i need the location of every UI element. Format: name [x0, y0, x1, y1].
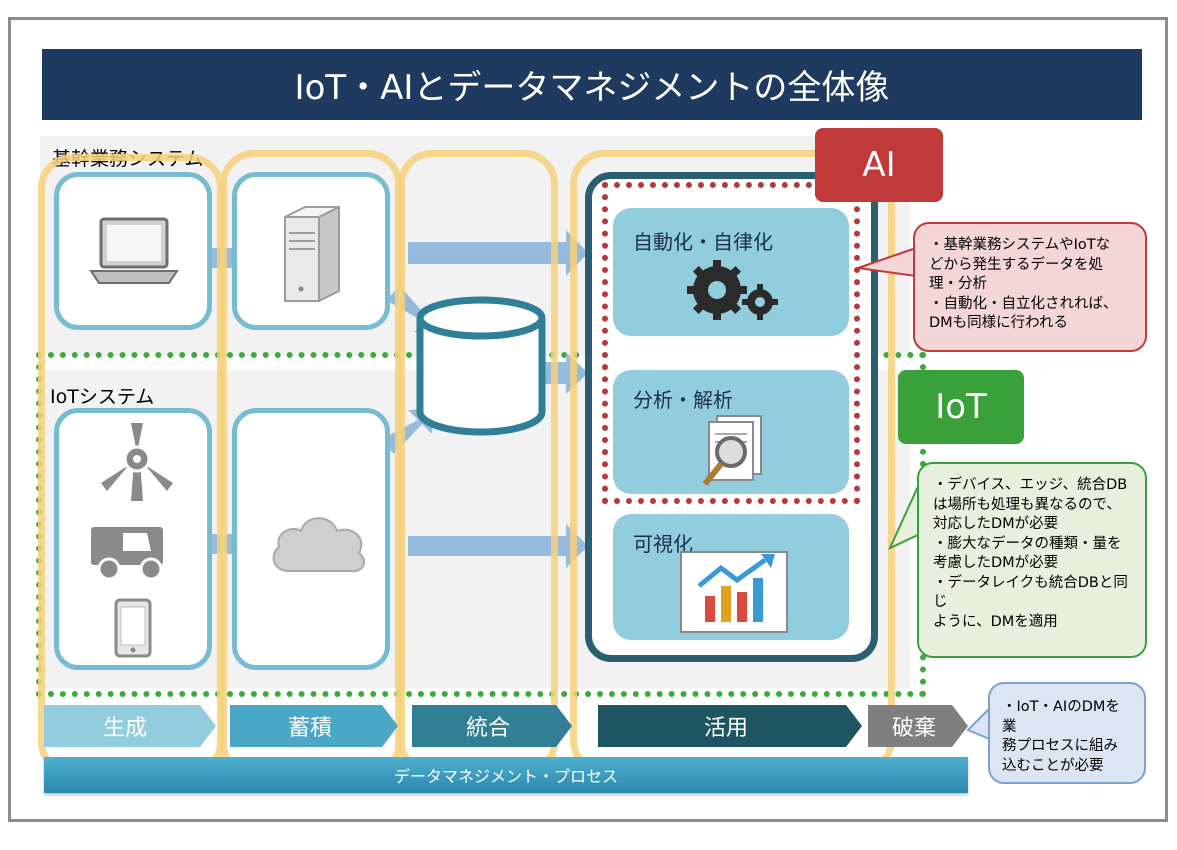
- ai-badge-text: AI: [862, 145, 896, 185]
- page-title: IoT・AIとデータマネジメントの全体像: [42, 49, 1142, 120]
- iot-callout-line: 考慮したDMが必要: [933, 555, 1059, 571]
- gears-icon: [687, 260, 778, 320]
- process-callout-line: 務プロセスに組み: [1002, 738, 1118, 754]
- title-text: IoT・AIとデータマネジメントの全体像: [294, 68, 890, 108]
- process-callout: ・IoT・AIのDMを業 務プロセスに組み 込むことが必要: [988, 682, 1146, 784]
- tile-automation: 自動化・自律化: [613, 208, 849, 336]
- database-icon: [416, 296, 546, 436]
- ai-callout-line: ・自動化・自立化されれば、: [929, 295, 1118, 312]
- arrow-server-to-utilize: [408, 230, 588, 276]
- ai-callout-line: 理・分析: [929, 276, 987, 292]
- laptop-card: [54, 172, 212, 330]
- iot-callout-line: ・データレイクも統合DBと同じ: [933, 574, 1128, 611]
- step-integrate-label: 統合: [465, 716, 510, 741]
- truck-icon: [91, 527, 163, 581]
- tile-analysis-label: 分析・解析: [633, 388, 733, 412]
- iot-callout-line: は場所も処理も異なるので、: [933, 496, 1121, 513]
- ai-callout-line: どから発生するデータを処: [929, 256, 1103, 273]
- step-utilize-label: 活用: [703, 716, 748, 741]
- tablet-icon: [114, 598, 152, 658]
- cloud-icon: [272, 517, 366, 573]
- tile-automation-label: 自動化・自律化: [633, 230, 773, 254]
- ai-callout: ・基幹業務システムやIoTな どから発生するデータを処 理・分析 ・自動化・自立…: [913, 222, 1147, 352]
- iot-callout-line: ように、DMを適用: [933, 613, 1058, 630]
- process-callout-line: ・IoT・AIのDMを業: [1002, 699, 1120, 735]
- step-store-label: 蓄積: [287, 716, 332, 741]
- chevron-store: [230, 705, 398, 747]
- iot-callout: ・デバイス、エッジ、統合DB は場所も処理も異なるので、 対応したDMが必要 ・…: [917, 462, 1147, 658]
- ai-callout-line: DMも同様に行われる: [929, 315, 1068, 331]
- server-card: [232, 172, 390, 330]
- tile-visualization: 可視化: [613, 514, 849, 640]
- iot-callout-line: ・デバイス、エッジ、統合DB: [933, 477, 1128, 493]
- devices-card: [54, 408, 212, 670]
- ai-callout-line: ・基幹業務システムやIoTな: [929, 237, 1111, 253]
- chevron-discard: [868, 705, 968, 747]
- iot-badge: IoT: [898, 370, 1024, 444]
- chevron-generate: [44, 705, 216, 747]
- arrow-cloud-to-utilize: [408, 524, 588, 568]
- server-icon: [284, 205, 340, 303]
- bar-chart-icon: [680, 551, 788, 633]
- cloud-card: [232, 408, 390, 670]
- step-discard-label: 破棄: [891, 716, 936, 741]
- process-callout-line: 込むことが必要: [1002, 757, 1104, 774]
- chevron-utilize: [598, 705, 862, 747]
- step-generate-label: 生成: [102, 716, 147, 741]
- iot-callout-line: ・膨大なデータの種類・量を: [933, 535, 1122, 552]
- chevron-integrate: [412, 705, 572, 747]
- iot-badge-text: IoT: [935, 387, 987, 427]
- ai-badge: AI: [815, 128, 943, 202]
- ai-region-outline: [602, 182, 860, 504]
- document-magnifier-icon: [702, 415, 762, 486]
- tile-analysis: 分析・解析: [613, 370, 849, 494]
- process-bar: データマネジメント・プロセス: [44, 757, 968, 793]
- laptop-icon: [89, 217, 179, 284]
- wind-turbine-icon: [101, 423, 173, 501]
- iot-callout-line: 対応したDMが必要: [933, 516, 1059, 532]
- process-bar-label: データマネジメント・プロセス: [393, 767, 618, 786]
- iot-system-label: IoTシステム: [50, 386, 155, 408]
